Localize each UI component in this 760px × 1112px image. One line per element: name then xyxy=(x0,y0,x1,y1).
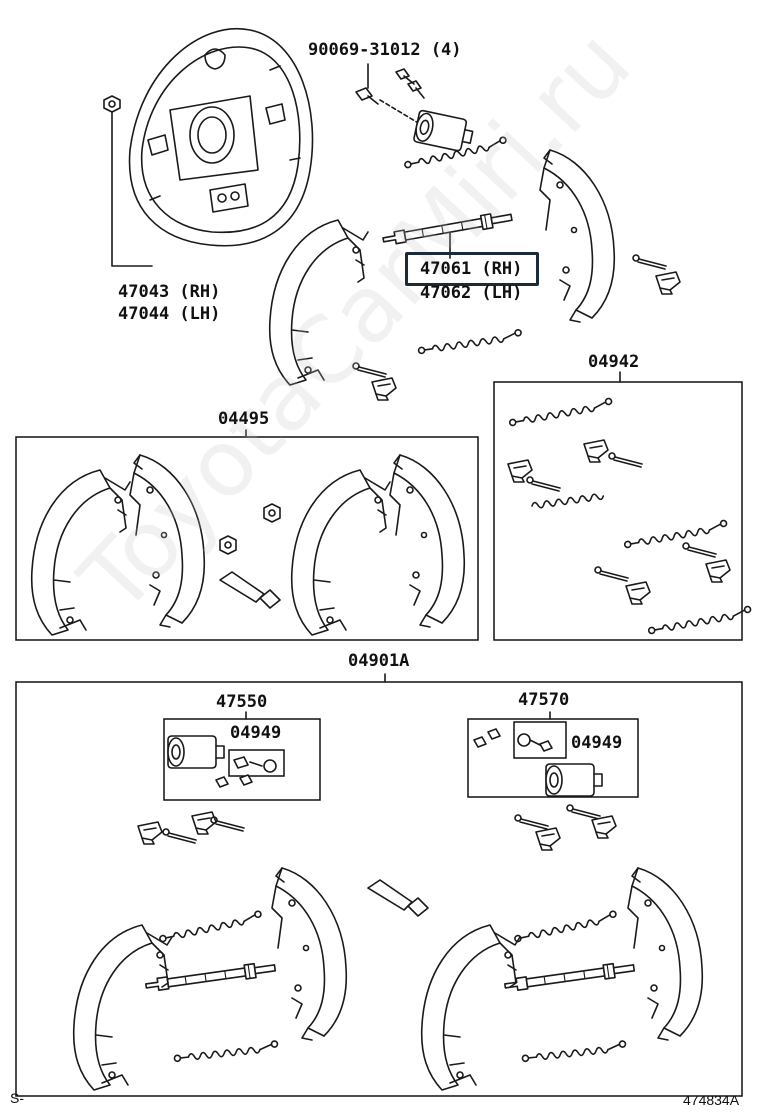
shoe-set1-right xyxy=(129,454,206,628)
low-clip-4 xyxy=(591,815,617,839)
plate-leader xyxy=(111,111,153,267)
kit-pin-3 xyxy=(682,542,717,558)
low-pin-2 xyxy=(162,828,197,844)
low-shoe-right-a xyxy=(420,924,521,1091)
adjuster-top xyxy=(381,209,514,248)
shoe-set1-left xyxy=(30,469,131,636)
grommet-b xyxy=(219,535,237,555)
wheel-cylinder-left xyxy=(167,735,225,769)
kit-pin-1 xyxy=(608,452,643,468)
cup-kit-left-parts xyxy=(215,756,277,788)
kit-pin-2 xyxy=(526,476,561,492)
backing-plate xyxy=(128,27,314,247)
grease-tube-2 xyxy=(367,879,429,917)
low-spring-right-bottom xyxy=(522,1041,626,1062)
low-pin-3 xyxy=(514,814,549,830)
low-pin-1 xyxy=(210,816,245,832)
shoe-top-right xyxy=(539,149,616,323)
wheel-cylinder-right xyxy=(545,763,603,797)
label-04949-left[interactable]: 04949 xyxy=(230,723,282,743)
bolt-set xyxy=(355,63,425,105)
low-clip-2 xyxy=(137,821,163,845)
low-spring-left-top xyxy=(159,911,263,942)
box-04495 xyxy=(15,436,479,641)
low-spring-left-bottom xyxy=(174,1041,278,1062)
low-adjuster-right xyxy=(503,960,636,994)
box-04901A xyxy=(15,681,743,1097)
low-shoe-left-b xyxy=(271,867,348,1041)
spring-mid xyxy=(418,329,522,353)
label-47570[interactable]: 47570 xyxy=(518,690,570,710)
low-shoe-right-b xyxy=(627,867,704,1041)
label-adjuster-lh[interactable]: 47062 (LH) xyxy=(420,283,523,303)
label-adjuster-rh[interactable]: 47061 (RH) xyxy=(420,259,523,279)
box-47550 xyxy=(163,718,321,801)
kit-clip-2 xyxy=(507,459,533,483)
kit-clip-4 xyxy=(625,581,651,605)
label-04901A[interactable]: 04901A xyxy=(348,651,410,671)
label-04942[interactable]: 04942 xyxy=(588,352,640,372)
label-plate-rh[interactable]: 47043 (RH) xyxy=(118,282,221,302)
kit-pin-4 xyxy=(594,566,629,582)
kit-clip-1 xyxy=(583,439,609,463)
shoe-set2-left xyxy=(290,469,391,636)
footer-right: 474834A xyxy=(683,1092,740,1108)
clip-top-left xyxy=(371,377,397,401)
kit-spring-4 xyxy=(648,606,752,634)
low-spring-right-top xyxy=(514,911,618,942)
pin-top-right xyxy=(632,254,667,270)
shoe-top-left xyxy=(268,219,369,386)
box-04942 xyxy=(493,381,743,641)
low-pin-4 xyxy=(566,804,601,820)
box-47570 xyxy=(467,718,639,798)
label-04949-right[interactable]: 04949 xyxy=(571,733,623,753)
label-bolt[interactable]: 90069-31012 (4) xyxy=(308,40,462,60)
cup-kit-right-parts xyxy=(473,728,553,752)
footer-left: S- xyxy=(10,1090,24,1106)
low-clip-3 xyxy=(535,827,561,851)
label-47550[interactable]: 47550 xyxy=(216,692,268,712)
shoe-set2-right xyxy=(389,454,466,628)
plate-nut xyxy=(103,95,121,113)
kit-spring-1 xyxy=(509,398,613,426)
clip-top-right xyxy=(655,271,681,295)
kit-spring-2 xyxy=(530,492,605,510)
label-plate-lh[interactable]: 47044 (LH) xyxy=(118,304,221,324)
pin-top-left xyxy=(352,362,387,378)
label-04495[interactable]: 04495 xyxy=(218,409,270,429)
highlight-box xyxy=(405,252,539,286)
box-04949-right xyxy=(513,721,567,759)
box-04949-left xyxy=(228,749,285,777)
kit-spring-3 xyxy=(624,520,728,548)
wheel-cylinder-top xyxy=(412,109,476,154)
grease-tube-1 xyxy=(219,571,281,609)
grommet-a xyxy=(263,503,281,523)
kit-clip-3 xyxy=(705,559,731,583)
low-shoe-left-a xyxy=(72,924,173,1091)
